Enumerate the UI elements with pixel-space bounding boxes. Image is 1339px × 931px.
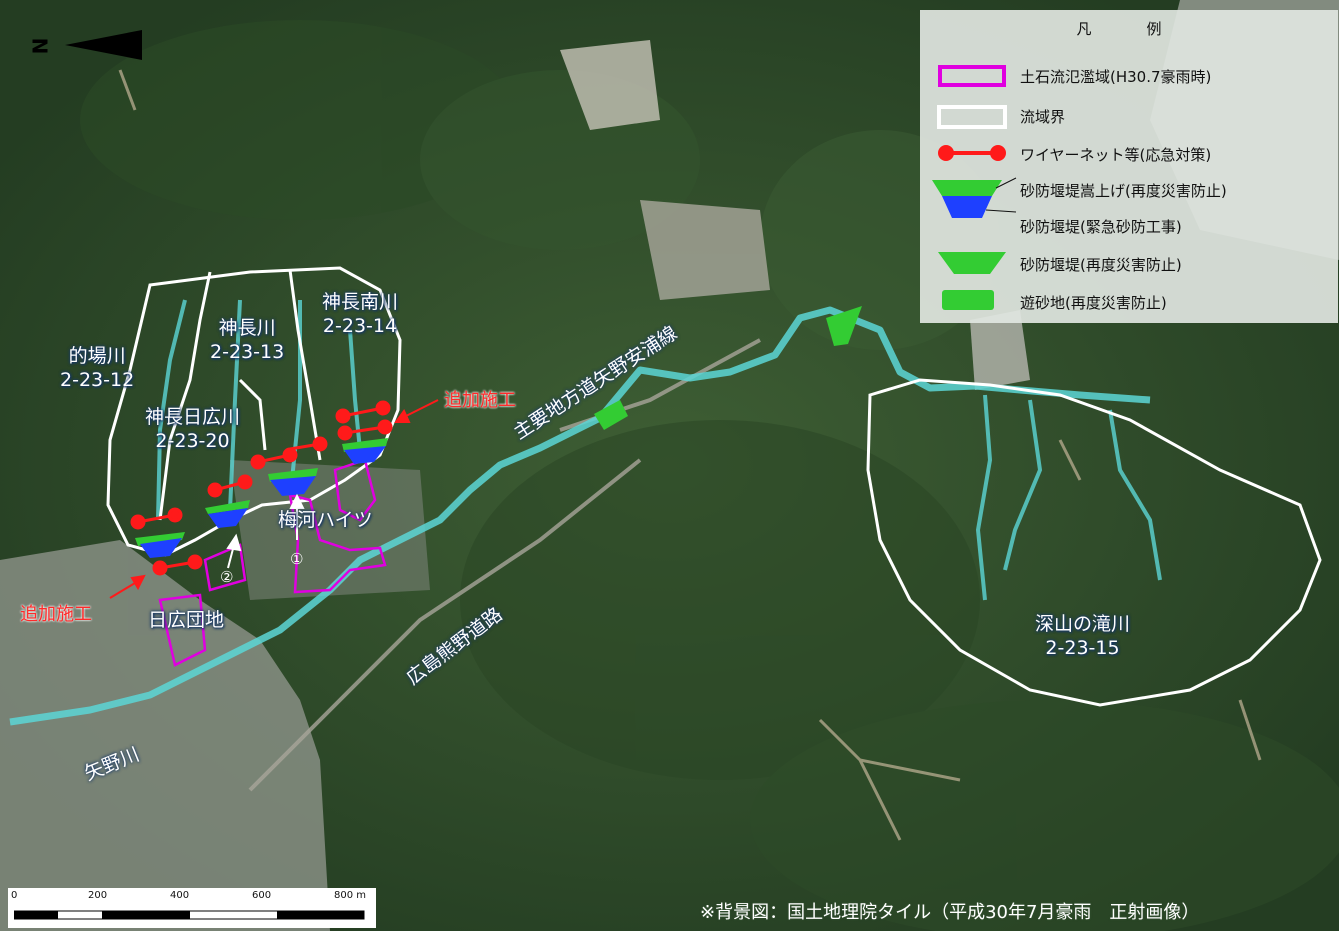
scale-tick: 0 — [11, 890, 18, 901]
legend-item: 砂防堰堤嵩上げ(再度災害防止) — [920, 174, 1338, 218]
legend-item: 砂防堰堤(再度災害防止) — [920, 248, 1338, 278]
north-arrow-icon — [65, 30, 142, 60]
marker-1: ① — [290, 550, 304, 568]
scale-tick: 800 m — [334, 890, 367, 901]
magenta-outline-rect-icon — [938, 65, 1006, 87]
legend-item: 砂防堰堤(緊急砂防工事) — [920, 210, 1338, 240]
background-credit: ※背景図：国土地理院タイル（平成30年7月豪雨 正射画像） — [700, 902, 1200, 923]
scale-tick: 600 — [252, 890, 272, 901]
place-heights: 梅河ハイツ — [278, 509, 373, 531]
legend-label: 土石流氾濫域(H30.7豪雨時) — [1020, 68, 1212, 86]
legend-panel: 凡 例 土石流氾濫域(H30.7豪雨時) 流域界 ワイヤーネット等(応急対策) … — [920, 10, 1338, 323]
green-blue-dam-icon — [932, 177, 1017, 218]
green-rect-icon — [942, 290, 994, 310]
legend-label: 砂防堰堤嵩上げ(再度災害防止) — [1020, 182, 1227, 200]
white-outline-rect-icon — [937, 105, 1007, 129]
legend-label: ワイヤーネット等(応急対策) — [1020, 146, 1212, 164]
flood-area — [158, 458, 387, 667]
sabo-dams — [135, 306, 862, 558]
marker-2: ② — [220, 568, 234, 586]
scale-tick: 200 — [88, 890, 108, 901]
basin-name: 神長南川 — [322, 291, 399, 313]
legend-item: ワイヤーネット等(応急対策) — [920, 138, 1338, 168]
green-trapezoid-icon — [938, 252, 1006, 274]
basin-code: 2-23-15 — [1045, 637, 1120, 659]
additional-work-label: 追加施工 — [20, 604, 92, 625]
legend-label: 流域界 — [1020, 108, 1066, 126]
wire-nets — [130, 400, 393, 576]
legend-item: 流域界 — [920, 100, 1338, 130]
basin-name: 深山の滝川 — [1035, 613, 1131, 635]
basin-code: 2-23-12 — [60, 369, 135, 391]
legend-title: 凡 例 — [1076, 20, 1182, 38]
legend-label: 砂防堰堤(再度災害防止) — [1020, 256, 1182, 274]
scale-bar-graphic — [14, 910, 365, 920]
basin-name: 神長川 — [218, 317, 276, 339]
scale-tick: 400 — [170, 890, 190, 901]
legend-item: 土石流氾濫域(H30.7豪雨時) — [920, 60, 1338, 90]
basin-boundaries — [106, 266, 1322, 707]
legend-label: 遊砂地(再度災害防止) — [1020, 294, 1167, 312]
north-label: N — [28, 37, 53, 55]
red-dot-line-icon — [938, 145, 1006, 161]
legend-label: 砂防堰堤(緊急砂防工事) — [1020, 218, 1182, 236]
basin-code: 2-23-14 — [322, 315, 398, 337]
additional-work-label: 追加施工 — [444, 390, 516, 411]
legend-item: 遊砂地(再度災害防止) — [920, 286, 1338, 316]
place-danchi: 日広団地 — [148, 609, 225, 631]
basin-name: 神長日広川 — [145, 406, 241, 428]
basin-code: 2-23-20 — [155, 430, 230, 452]
scale-bar: 0 200 400 600 800 m — [8, 888, 376, 928]
basin-code: 2-23-13 — [210, 341, 285, 363]
basin-name: 的場川 — [68, 345, 126, 367]
